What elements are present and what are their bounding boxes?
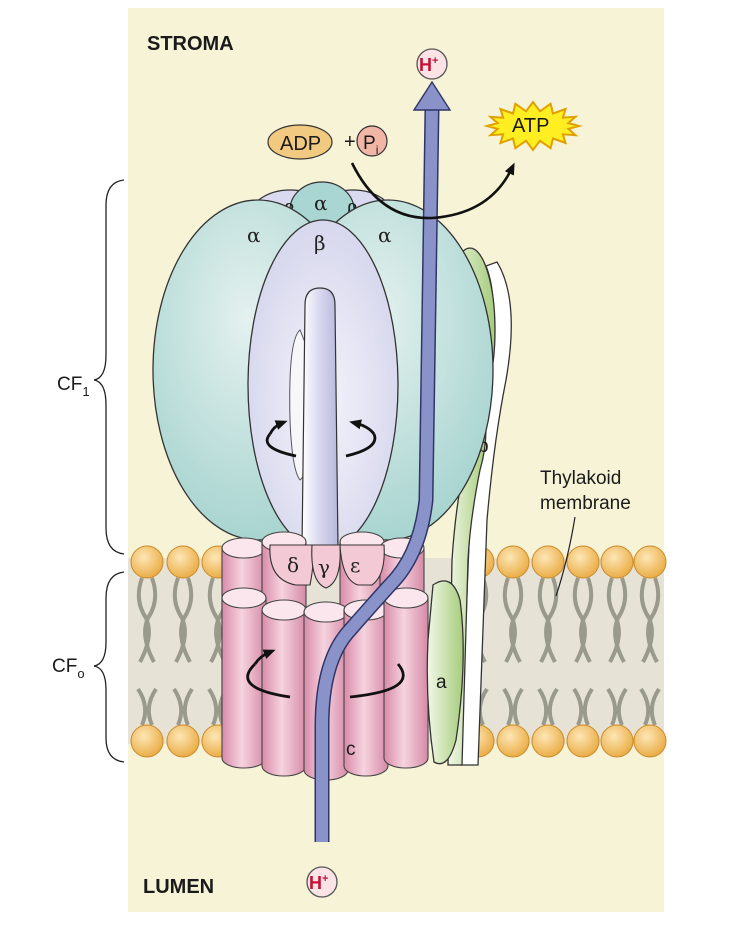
- lipid-tail: [649, 687, 661, 726]
- lipid-tail: [146, 687, 158, 726]
- delta-label: δ: [287, 553, 299, 577]
- membrane-label-line2: membrane: [540, 493, 631, 514]
- pi-label: Pi: [363, 133, 378, 157]
- lipid-head: [531, 545, 565, 579]
- gamma-stalk: [301, 287, 339, 549]
- lipid-tail: [136, 687, 148, 726]
- c-subunit-cylinder: [383, 587, 429, 769]
- lipid-head: [166, 545, 200, 579]
- lipid-tail: [509, 577, 524, 663]
- atp-label: ATP: [512, 115, 549, 137]
- c-subunit-cylinder: [261, 599, 307, 777]
- atp-burst-icon: [483, 100, 583, 152]
- alpha-left-label: α: [247, 223, 261, 247]
- subunit-a: [426, 580, 464, 765]
- lipid-tail: [207, 687, 219, 726]
- lipid-head: [600, 724, 634, 758]
- lipid-tail: [579, 577, 594, 663]
- beta-front-label: β: [314, 231, 326, 255]
- lipid-tail: [547, 687, 559, 726]
- lipid-tail: [544, 577, 559, 663]
- rotation-arrow-lower-body: [246, 662, 405, 699]
- lipid-tail: [616, 687, 628, 726]
- lipid-head: [496, 545, 530, 579]
- svg-text:H+: H+: [419, 55, 438, 75]
- lipid-tail: [613, 577, 628, 663]
- lipid-head: [531, 724, 565, 758]
- alpha-right-label: α: [378, 223, 392, 247]
- synthesis-arrow-icon: [350, 162, 515, 220]
- lipid-head: [130, 724, 164, 758]
- lipid-head: [566, 545, 600, 579]
- gamma-label: γ: [318, 555, 330, 579]
- svg-text:H+: H+: [309, 873, 328, 893]
- lipid-tail: [512, 687, 524, 726]
- pi-circle: [356, 125, 388, 157]
- lipid-head: [633, 545, 667, 579]
- adp-oval: [267, 124, 333, 160]
- proton-top-badge: H+: [416, 48, 448, 80]
- lipid-tail: [639, 687, 651, 726]
- lipid-tail: [179, 577, 194, 663]
- rotation-arrow-upper-body: [265, 433, 377, 458]
- adp-label: ADP: [280, 133, 321, 155]
- lipid-tail: [143, 577, 158, 663]
- membrane-label-line1: Thylakoid: [540, 468, 621, 489]
- lipid-tail: [582, 687, 594, 726]
- cf1-label: CF1: [57, 374, 90, 399]
- cfo-label: CFo: [52, 656, 85, 681]
- lipid-tail: [646, 577, 661, 663]
- lipid-head: [166, 724, 200, 758]
- alpha-top-label: α: [314, 191, 328, 215]
- c-subunit-cylinder: [221, 587, 267, 769]
- proton-flow-arrow: [316, 107, 438, 842]
- epsilon-subunit: [339, 544, 385, 586]
- lipid-tail: [537, 687, 549, 726]
- epsilon-label: ε: [350, 553, 360, 577]
- lipid-tail: [182, 687, 194, 726]
- lipid-head: [496, 724, 530, 758]
- proton-bottom-badge: H+: [306, 866, 338, 898]
- rotation-arrow-upper-left-icon: [268, 420, 288, 435]
- lipid-head: [130, 545, 164, 579]
- lipid-tail: [172, 687, 184, 726]
- cfo-bracket: [93, 571, 125, 763]
- lipid-head: [566, 724, 600, 758]
- lipid-tail: [606, 687, 618, 726]
- stroma-label: STROMA: [147, 33, 234, 55]
- cf1-bracket: [93, 179, 125, 555]
- rotation-arrow-lower-icon: [253, 649, 276, 665]
- lipid-tail: [502, 687, 514, 726]
- subunit-c-label: c: [346, 739, 356, 760]
- lumen-label: LUMEN: [143, 876, 214, 898]
- subunit-b-label: b: [478, 436, 489, 457]
- subunit-a-label: a: [436, 672, 447, 693]
- rotation-arrow-upper-icon: [349, 419, 376, 435]
- lipid-tail: [572, 687, 584, 726]
- lipid-head: [600, 545, 634, 579]
- gamma-subunit: [311, 544, 341, 589]
- plus-sign: +: [344, 131, 356, 153]
- membrane-label-leader: [555, 516, 576, 597]
- lipid-head: [633, 724, 667, 758]
- proton-flow-arrowhead-icon: [412, 80, 452, 111]
